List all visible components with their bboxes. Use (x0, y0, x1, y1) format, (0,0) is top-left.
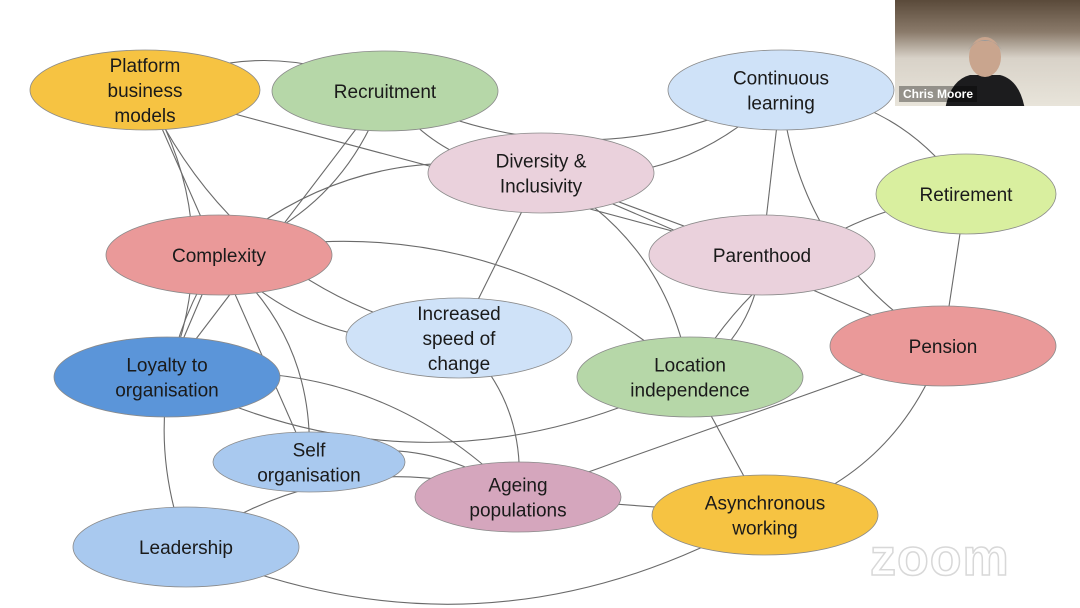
node-label: Parenthood (713, 246, 811, 267)
node-label: models (114, 106, 175, 127)
participant-silhouette (945, 37, 1025, 106)
node-label: Complexity (172, 246, 266, 267)
node-label: Increased (417, 304, 500, 325)
node-location: Location independence (576, 336, 804, 418)
node-label: speed of (423, 329, 497, 350)
node-label: populations (469, 501, 566, 522)
node-label: Loyalty to (126, 356, 207, 377)
node-parenthood: Parenthood (648, 214, 876, 296)
node-ageing: Ageing populations (414, 461, 622, 533)
node-shape (271, 50, 499, 132)
node-label: organisation (257, 466, 361, 487)
node-label: Diversity & (496, 152, 587, 173)
node-shape (648, 214, 876, 296)
node-label: Ageing (488, 476, 547, 497)
node-label: Retirement (920, 185, 1014, 206)
node-speed: Increased speed of change (345, 297, 573, 379)
connection-loyalty-location (166, 376, 691, 443)
node-label: business (108, 81, 183, 102)
node-pension: Pension (829, 305, 1057, 387)
node-label: working (731, 519, 797, 540)
node-shape (212, 431, 406, 493)
node-shape (875, 153, 1057, 235)
node-shape (829, 305, 1057, 387)
node-async: Asynchronous working (651, 474, 879, 556)
node-retirement: Retirement (875, 153, 1057, 235)
node-label: change (428, 354, 490, 375)
node-diversity: Diversity & Inclusivity (427, 132, 655, 214)
node-selforg: Self organisation (212, 431, 406, 493)
zoom-watermark: zoom (869, 528, 1010, 588)
node-recruitment: Recruitment (271, 50, 499, 132)
node-shape (667, 49, 895, 131)
concept-nodes: Platform business models Recruitment Continu… (29, 49, 1057, 588)
node-label: Self (293, 441, 326, 462)
node-label: Pension (909, 337, 978, 358)
node-label: organisation (115, 381, 219, 402)
participant-video-thumbnail[interactable]: Chris Moore (895, 0, 1080, 106)
node-shape (651, 474, 879, 556)
node-shape (105, 214, 333, 296)
node-shape (53, 336, 281, 418)
node-shape (576, 336, 804, 418)
node-label: Recruitment (334, 82, 437, 103)
node-loyalty: Loyalty to organisation (53, 336, 281, 418)
node-shape (72, 506, 300, 588)
node-continuous: Continuous learning (667, 49, 895, 131)
node-label: Inclusivity (500, 177, 583, 198)
connection-leadership-async (185, 514, 766, 605)
node-label: Asynchronous (705, 494, 825, 515)
node-label: Leadership (139, 538, 233, 559)
node-leadership: Leadership (72, 506, 300, 588)
node-complexity: Complexity (105, 214, 333, 296)
node-shape (427, 132, 655, 214)
node-label: learning (747, 94, 815, 115)
node-label: Location (654, 356, 726, 377)
node-label: Platform (110, 56, 181, 77)
node-shape (29, 49, 261, 131)
node-shape (345, 297, 573, 379)
node-shape (414, 461, 622, 533)
participant-name: Chris Moore (899, 86, 978, 102)
node-label: independence (630, 381, 749, 402)
node-platform: Platform business models (29, 49, 261, 131)
node-label: Continuous (733, 69, 829, 90)
